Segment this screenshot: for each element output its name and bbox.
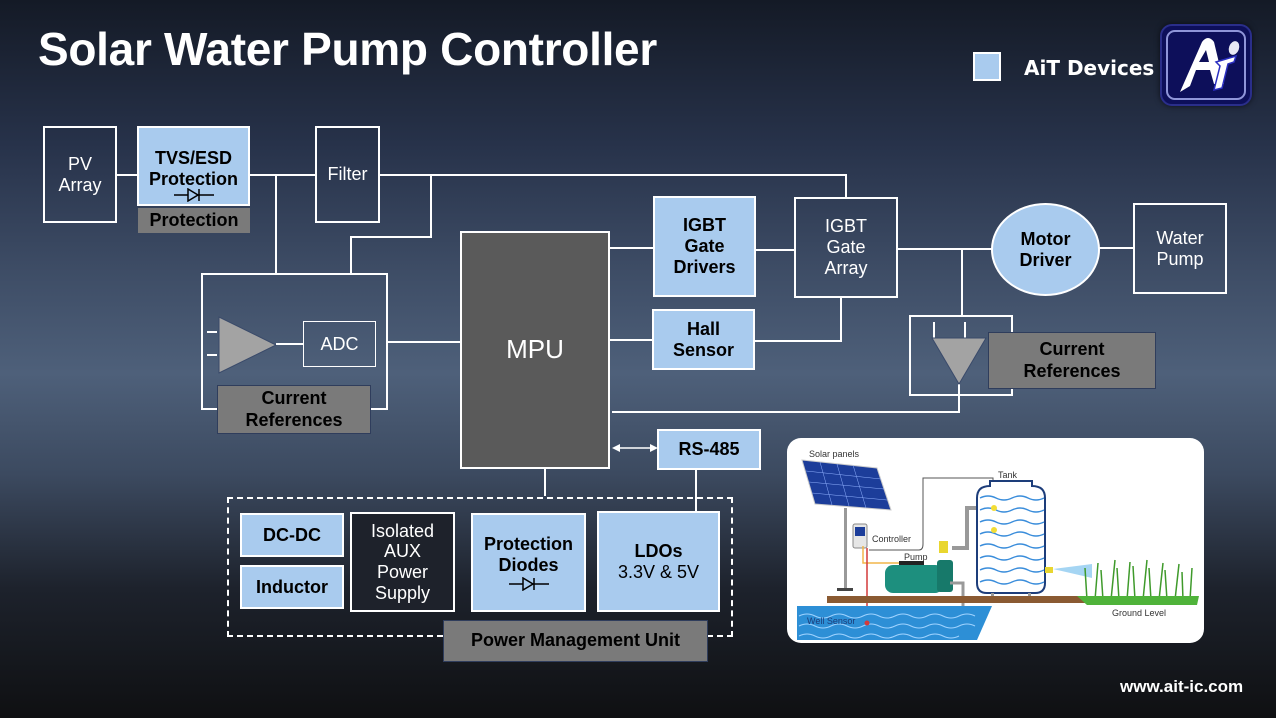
controller-icon xyxy=(852,523,868,549)
tvs-protection-label: Protection xyxy=(138,208,250,233)
illustration-label-pump: Pump xyxy=(904,552,928,562)
well-water-icon xyxy=(797,606,992,640)
website-url[interactable]: www.ait-ic.com xyxy=(1120,677,1244,696)
pv-array-block: PV Array xyxy=(43,126,117,223)
wire xyxy=(610,247,654,249)
solar-pump-system-illustration: Solar panels Controller Pump Tank xyxy=(787,438,1204,643)
wire xyxy=(845,175,847,198)
wire xyxy=(612,411,960,413)
igbt-gate-drivers-block: IGBT Gate Drivers xyxy=(653,196,756,297)
illustration-label-controller: Controller xyxy=(872,534,911,544)
amplifier-icon xyxy=(218,316,278,374)
page-title: Solar Water Pump Controller xyxy=(38,23,657,75)
illustration-label-solar-panels: Solar panels xyxy=(809,449,860,459)
wire xyxy=(754,249,795,251)
wire xyxy=(249,174,316,176)
current-references-right: Current References xyxy=(988,332,1156,389)
wire xyxy=(350,236,432,238)
wire xyxy=(933,322,935,338)
tvs-esd-label: TVS/ESD Protection xyxy=(148,148,238,189)
wire xyxy=(1097,247,1134,249)
wire xyxy=(544,468,546,496)
isolated-aux-power-block: Isolated AUX Power Supply xyxy=(350,512,455,612)
wire xyxy=(746,340,842,342)
wire xyxy=(386,341,461,343)
igbt-gate-array-block: IGBT Gate Array xyxy=(794,197,898,298)
wire xyxy=(275,175,277,273)
power-management-unit-label: Power Management Unit xyxy=(443,620,708,662)
legend-label: AiT Devices xyxy=(1024,56,1155,80)
pump-icon xyxy=(885,541,953,593)
adc-block: ADC xyxy=(303,321,376,367)
wire xyxy=(207,354,217,356)
wire xyxy=(378,174,847,176)
water-tank-icon xyxy=(976,480,1046,603)
wire xyxy=(964,322,966,338)
wire xyxy=(350,236,352,273)
wire xyxy=(430,175,432,237)
wire xyxy=(276,343,304,345)
diode-icon xyxy=(173,188,214,203)
mpu-block: MPU xyxy=(460,231,610,469)
diode-icon xyxy=(508,577,549,592)
tvs-esd-protection-block: TVS/ESD Protection xyxy=(137,126,250,206)
wire xyxy=(116,174,138,176)
ldos-block: LDOs 3.3V & 5V xyxy=(597,511,720,612)
hall-sensor-block: Hall Sensor xyxy=(652,309,755,370)
wire xyxy=(840,296,842,342)
wire xyxy=(207,331,217,333)
ldos-label: LDOs xyxy=(634,540,683,561)
ldos-voltage-label: 3.3V & 5V xyxy=(617,561,700,582)
current-references-left: Current References xyxy=(217,385,371,434)
wire xyxy=(610,339,653,341)
motor-driver-block: Motor Driver xyxy=(991,203,1100,296)
wire xyxy=(958,384,960,413)
amplifier-icon xyxy=(931,337,987,385)
wire xyxy=(695,468,697,512)
ait-logo-icon xyxy=(1160,24,1252,106)
grass-icon xyxy=(1084,559,1193,601)
wire xyxy=(961,249,963,316)
rs485-block: RS-485 xyxy=(657,429,761,470)
illustration-label-tank: Tank xyxy=(998,470,1018,480)
dcdc-block: DC-DC xyxy=(240,513,344,557)
illustration-label-well-sensor: Well Sensor xyxy=(807,616,855,626)
bidirectional-arrow-icon xyxy=(612,444,658,452)
illustration-label-ground-level: Ground Level xyxy=(1112,608,1166,618)
protection-diodes-block: Protection Diodes xyxy=(471,513,586,612)
protection-diodes-label: Protection Diodes xyxy=(483,533,573,575)
inductor-block: Inductor xyxy=(240,565,344,609)
square-swatch-icon xyxy=(973,52,1001,81)
solar-panel-icon xyxy=(801,459,892,591)
water-pump-block: Water Pump xyxy=(1133,203,1227,294)
filter-block: Filter xyxy=(315,126,380,223)
wire xyxy=(896,248,992,250)
